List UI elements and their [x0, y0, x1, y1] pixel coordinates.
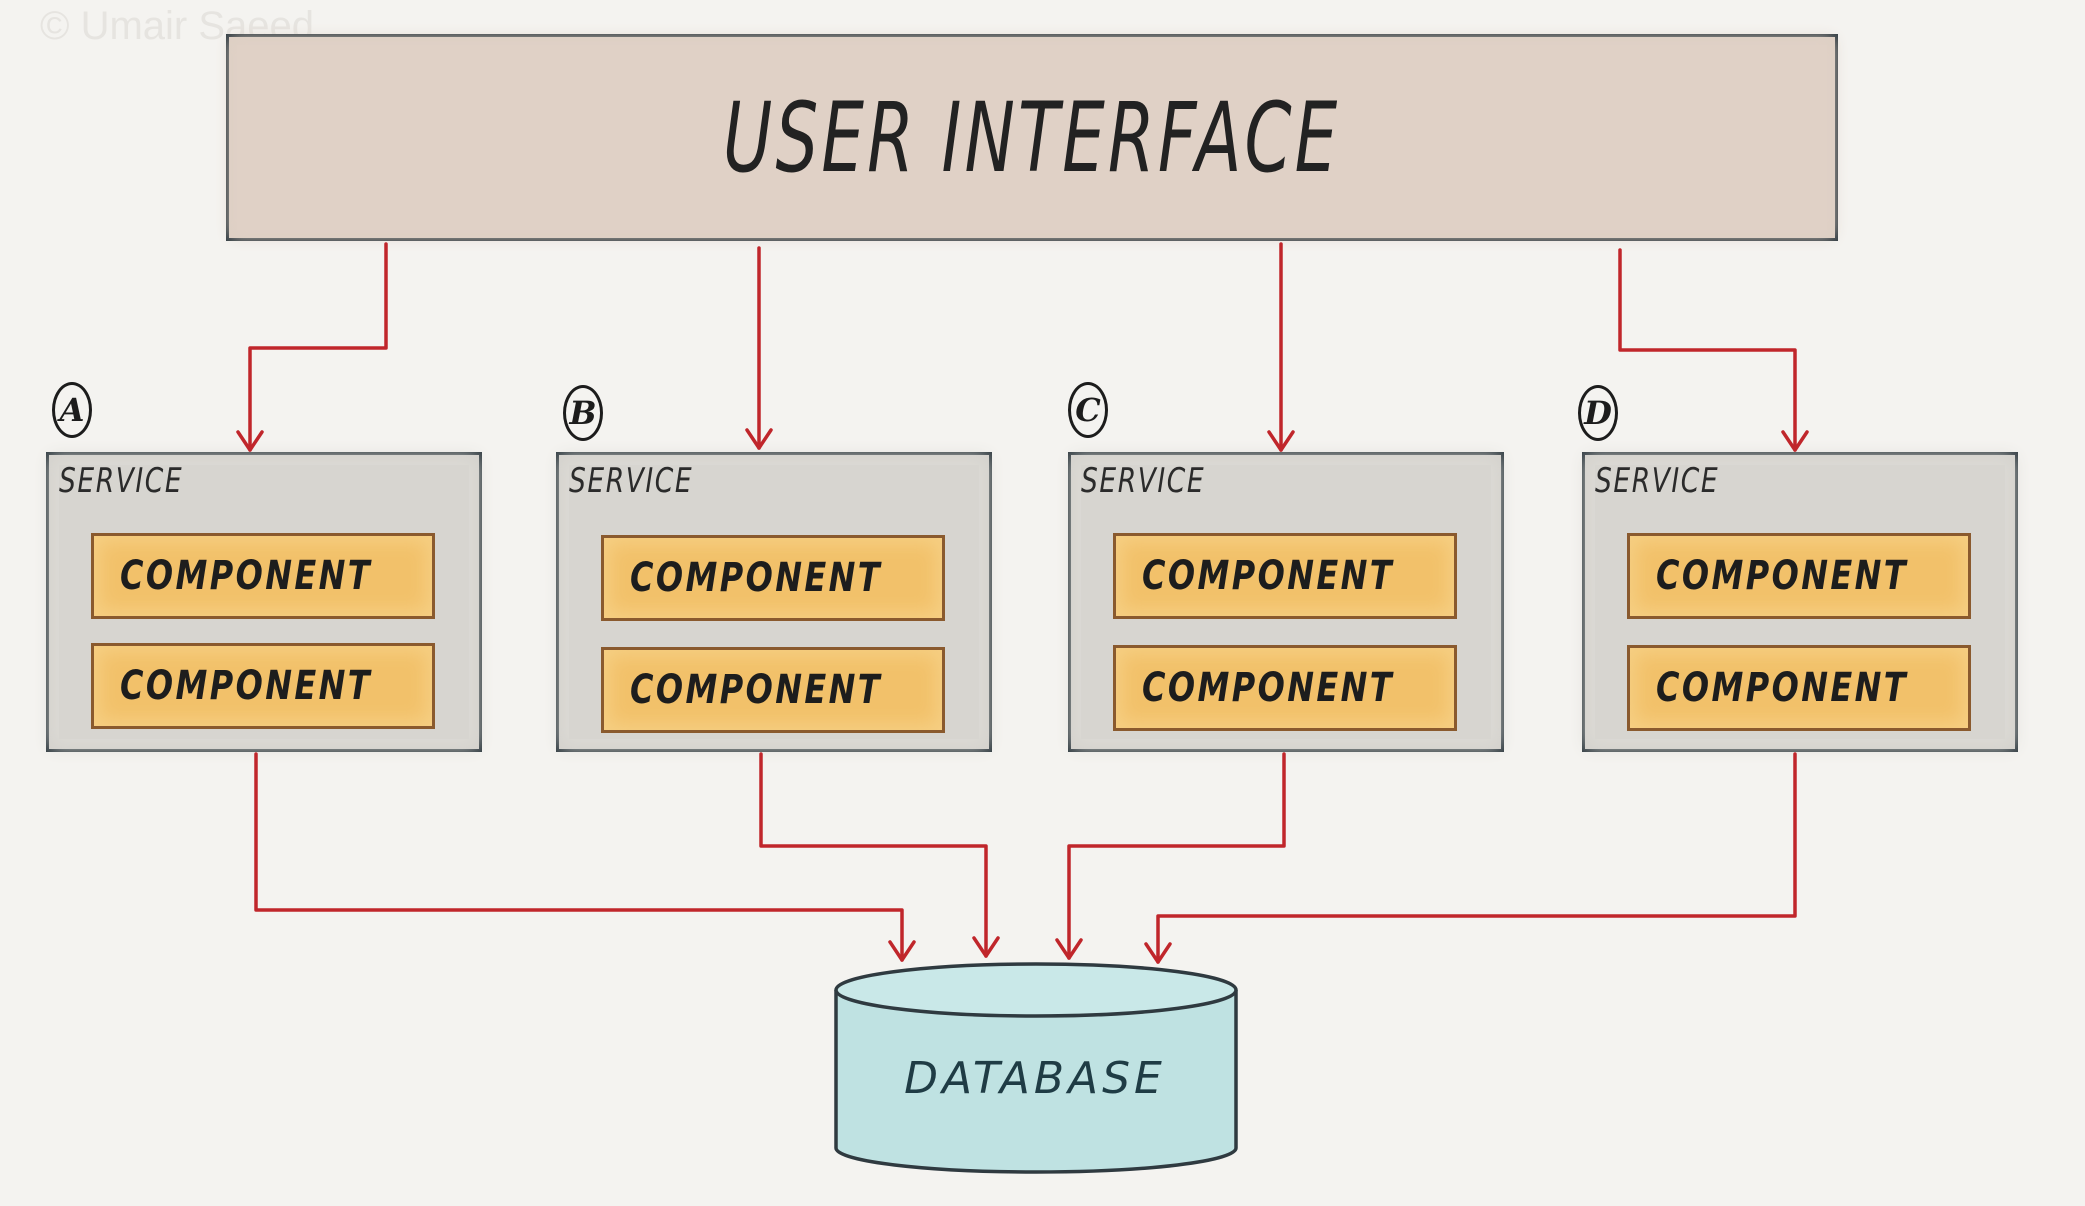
database-cylinder [834, 962, 1238, 1174]
arrow-ui-to-service-a [248, 242, 388, 452]
arrowhead-icon [236, 430, 264, 452]
service-b-badge: B [563, 385, 603, 441]
component-label: Component [1656, 665, 1909, 711]
component-label: Component [1656, 553, 1909, 599]
service-a-badge: A [52, 382, 92, 438]
arrowhead-icon [1055, 938, 1083, 960]
component-label: Component [120, 663, 373, 709]
service-b-component-2: Component [601, 647, 945, 733]
service-c-badge: C [1068, 382, 1108, 438]
service-a-box: Service Component Component [46, 452, 482, 752]
component-label: Component [1142, 553, 1395, 599]
arrowhead-icon [1267, 430, 1295, 452]
component-label: Component [630, 555, 883, 601]
service-d-component-1: Component [1627, 533, 1971, 619]
service-d-label: Service [1595, 461, 1720, 501]
user-interface-label: User Interface [723, 81, 1341, 194]
user-interface-box: User Interface [226, 34, 1838, 241]
service-b-box: Service Component Component [556, 452, 992, 752]
arrow-service-a-to-db [254, 752, 904, 962]
arrow-service-b-to-db [759, 752, 988, 958]
service-b-label: Service [569, 461, 694, 501]
arrowhead-icon [1781, 430, 1809, 452]
component-label: Component [120, 553, 373, 599]
service-b-component-1: Component [601, 535, 945, 621]
service-a-label: Service [59, 461, 184, 501]
arrowhead-icon [972, 936, 1000, 958]
database-label: Database [904, 1053, 1166, 1104]
service-d-box: Service Component Component [1582, 452, 2018, 752]
arrowhead-icon [1144, 942, 1172, 964]
service-c-component-1: Component [1113, 533, 1457, 619]
arrow-ui-to-service-d [1618, 248, 1797, 452]
arrow-service-d-to-db [1156, 752, 1797, 964]
service-d-component-2: Component [1627, 645, 1971, 731]
service-c-label: Service [1081, 461, 1206, 501]
service-c-box: Service Component Component [1068, 452, 1504, 752]
service-a-component-1: Component [91, 533, 435, 619]
component-label: Component [1142, 665, 1395, 711]
service-d-badge: D [1578, 385, 1618, 441]
component-label: Component [630, 667, 883, 713]
arrowhead-icon [745, 428, 773, 450]
arrowhead-icon [888, 940, 916, 962]
arrow-service-c-to-db [1067, 752, 1286, 960]
service-c-component-2: Component [1113, 645, 1457, 731]
service-a-component-2: Component [91, 643, 435, 729]
